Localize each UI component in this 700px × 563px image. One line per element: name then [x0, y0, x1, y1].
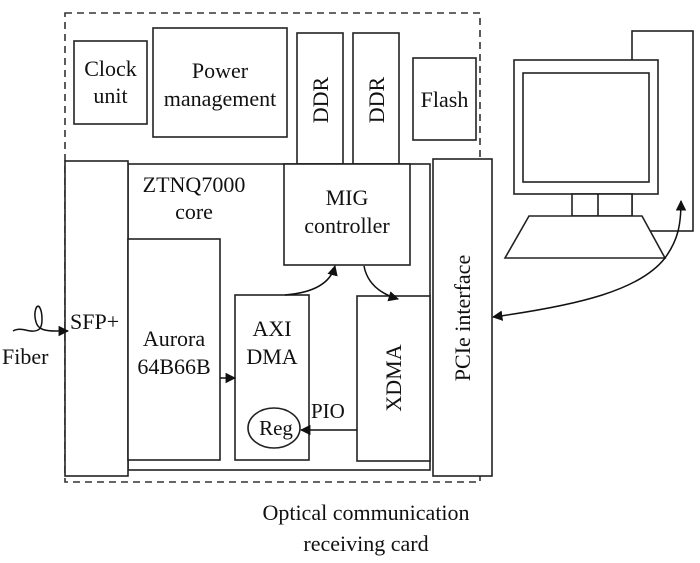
- reg-label: Reg: [259, 416, 293, 440]
- pcie-interface-block: PCIe interface: [432, 158, 493, 477]
- aurora-64b66b-block: Aurora 64B66B: [127, 238, 221, 461]
- ddr-2-label: DDR: [364, 76, 389, 123]
- mig-label-1: MIG: [326, 185, 369, 210]
- aurora-label-1: Aurora: [143, 326, 206, 351]
- core-label-2: core: [175, 199, 213, 224]
- axi-dma-label-1: AXI: [252, 316, 291, 341]
- ddr-block-1: DDR: [296, 32, 344, 165]
- mig-to-xdma-arrow: [363, 265, 400, 302]
- clock-unit-label-2: unit: [93, 83, 127, 108]
- axi-dma-to-mig-arrow: [284, 264, 338, 296]
- computer-icon: [503, 30, 694, 259]
- ddr-1-label: DDR: [308, 76, 333, 123]
- axi-dma-block: AXI DMA Reg: [234, 294, 310, 461]
- caption-line-2: receiving card: [303, 531, 428, 556]
- fiber-label: Fiber: [2, 344, 49, 369]
- clock-unit-label-1: Clock: [84, 56, 137, 81]
- flash-label: Flash: [421, 87, 469, 112]
- keyboard-base: [503, 215, 667, 259]
- flash-block: Flash: [412, 57, 477, 141]
- mig-label-2: controller: [304, 213, 390, 238]
- xdma-label: XDMA: [381, 344, 406, 411]
- sfp-label: SFP+: [70, 309, 119, 334]
- mig-controller-block: MIG controller: [283, 163, 411, 266]
- power-management-label-1: Power: [192, 58, 249, 83]
- monitor-neck: [571, 193, 633, 217]
- computer-pcie-link-arrow: [491, 199, 687, 321]
- clock-unit-block: Clock unit: [73, 40, 148, 125]
- core-label-1: ZTNQ7000: [143, 172, 246, 197]
- fiber-input-arrow: [12, 305, 70, 337]
- pio-label: PIO: [311, 399, 345, 423]
- aurora-label-2: 64B66B: [137, 354, 210, 379]
- xdma-block: XDMA: [356, 295, 431, 462]
- caption-line-1: Optical communication: [262, 500, 469, 525]
- power-management-label-2: management: [164, 86, 276, 111]
- power-management-block: Power management: [152, 27, 288, 138]
- monitor-screen: [522, 72, 650, 183]
- pcie-label: PCIe interface: [450, 255, 475, 381]
- axi-dma-label-2: DMA: [246, 344, 297, 369]
- ddr-block-2: DDR: [352, 32, 400, 165]
- sfp-block: SFP+: [64, 160, 129, 477]
